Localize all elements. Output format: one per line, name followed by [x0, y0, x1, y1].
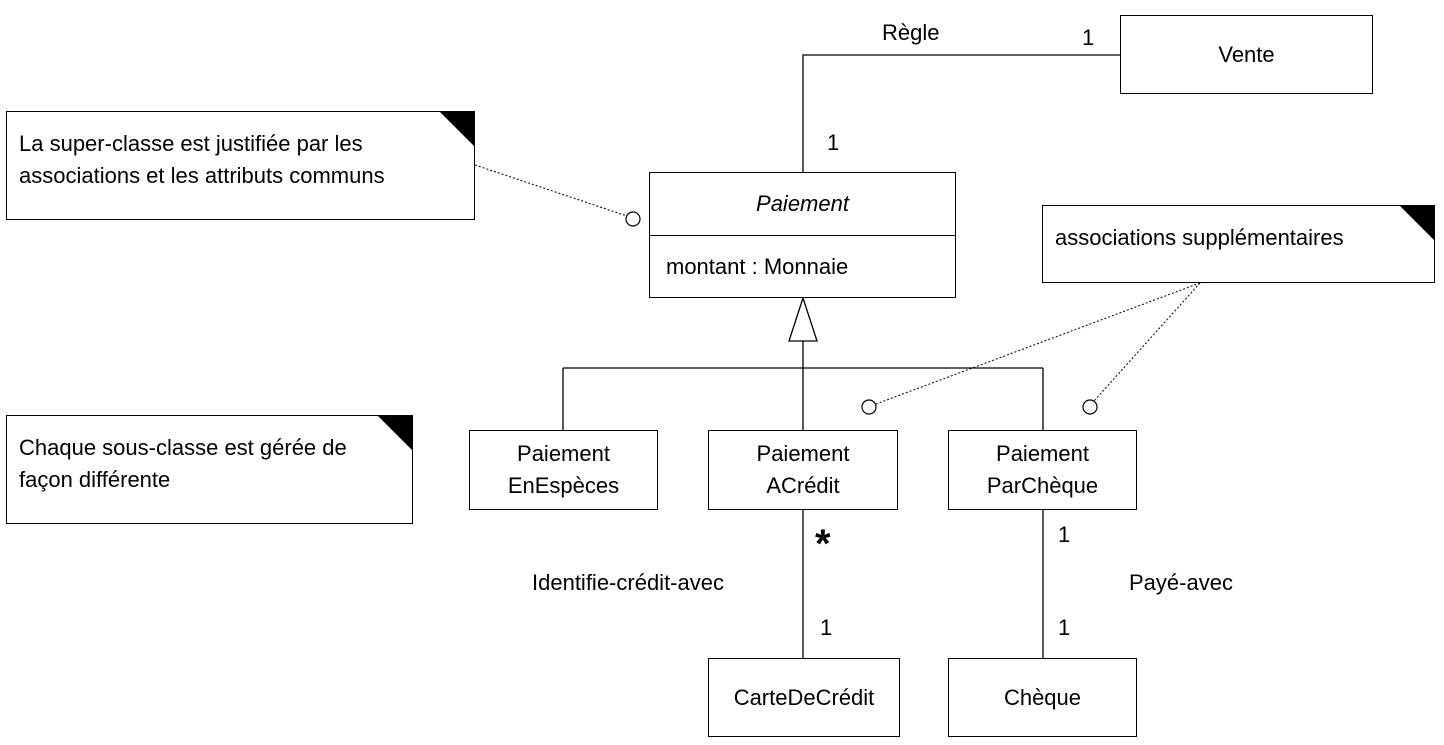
class-paiement-credit-line-2: ACrédit [766, 473, 840, 498]
class-paiement-attribute-compartment: montant : Monnaie [650, 236, 955, 280]
note-anchor-circle-assoc-2 [1082, 399, 1098, 415]
multiplicity-paye-bottom: 1 [1058, 615, 1071, 640]
association-paye-name: Payé-avec [1129, 570, 1233, 595]
class-carte-credit-name: CarteDeCrédit [733, 684, 875, 710]
association-regle-name: Règle [882, 20, 940, 45]
note-sous-classe-line-2: façon différente [19, 467, 171, 492]
multiplicity-regle-vente: 1 [1082, 25, 1095, 50]
class-paiement: Paiement montant : Monnaie [649, 172, 956, 298]
note-sous-classe-line-1: Chaque sous-classe est gérée de [19, 435, 347, 460]
class-carte-credit: CarteDeCrédit [708, 658, 900, 737]
class-paiement-especes-line-1: Paiement [517, 441, 610, 466]
multiplicity-identifie-many: * [815, 522, 831, 566]
multiplicity-paye-top: 1 [1058, 522, 1071, 547]
note-superclasse-line-2: associations et les attributs communs [19, 163, 385, 188]
note-fold-corner [1399, 205, 1435, 241]
note-associations-text: associations supplémentaires [1055, 225, 1344, 250]
class-cheque-name: Chèque [1003, 684, 1082, 710]
note-anchor-assoc-2 [1093, 282, 1201, 402]
class-paiement-especes: Paiement EnEspèces [469, 430, 658, 510]
note-fold-corner [377, 415, 413, 451]
generalization-triangle [788, 295, 818, 342]
class-paiement-credit-line-1: Paiement [756, 441, 850, 466]
note-anchor-circle-superclasse [625, 211, 641, 227]
note-associations: associations supplémentaires [1042, 205, 1435, 283]
note-anchor-assoc-1 [875, 282, 1201, 405]
class-paiement-name: Paiement [756, 191, 849, 216]
class-paiement-attribute: montant : Monnaie [666, 254, 849, 279]
note-superclasse-line-1: La super-classe est justifiée par les [19, 131, 363, 156]
multiplicity-regle-paiement: 1 [827, 130, 840, 155]
association-identifie-name: Identifie-crédit-avec [532, 570, 724, 595]
note-anchor-circle-assoc-1 [861, 399, 877, 415]
note-sous-classe: Chaque sous-classe est gérée de façon di… [6, 415, 413, 524]
class-paiement-credit: Paiement ACrédit [708, 430, 898, 510]
class-vente: Vente [1120, 15, 1373, 94]
class-paiement-cheque: Paiement ParChèque [948, 430, 1137, 510]
multiplicity-identifie-one: 1 [820, 615, 833, 640]
class-paiement-cheque-line-1: Paiement [996, 441, 1089, 466]
note-superclasse: La super-classe est justifiée par les as… [6, 111, 475, 220]
class-vente-name: Vente [1218, 41, 1275, 67]
class-cheque: Chèque [948, 658, 1137, 737]
class-paiement-especes-line-2: EnEspèces [507, 473, 620, 498]
regle-association-line [802, 54, 1120, 172]
class-paiement-name-compartment: Paiement [650, 173, 955, 236]
note-anchor-superclasse [474, 164, 628, 217]
class-paiement-cheque-line-2: ParChèque [986, 473, 1099, 498]
note-fold-corner [439, 111, 475, 147]
